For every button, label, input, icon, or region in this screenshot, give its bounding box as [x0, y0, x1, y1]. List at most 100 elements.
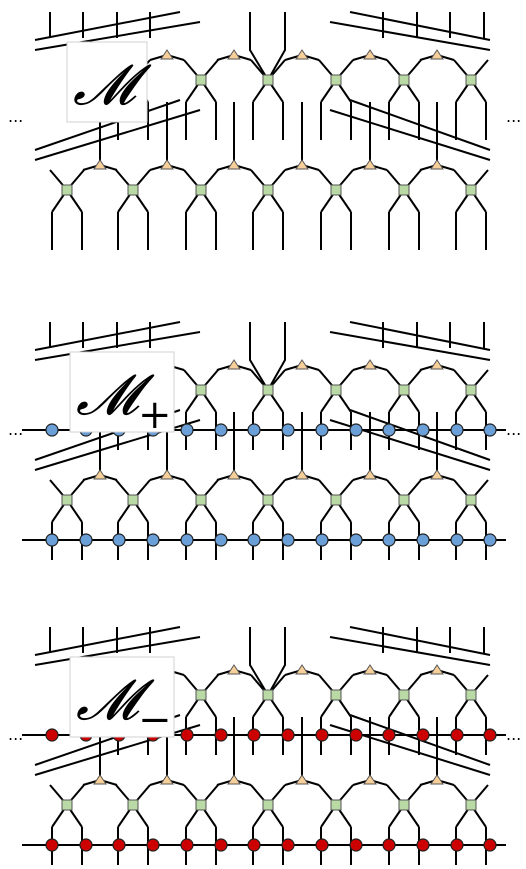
square-gate-icon: [61, 494, 73, 506]
panel-m: ......𝓜: [8, 11, 521, 250]
wire: [34, 21, 201, 51]
wire: [349, 321, 491, 351]
triangle-gate-icon: [227, 49, 241, 60]
site-circle-icon: [180, 728, 194, 742]
wire: [34, 636, 201, 666]
ellipsis-left: ...: [8, 725, 23, 744]
site-circle-icon: [180, 423, 194, 437]
triangle-gate-icon: [430, 49, 444, 60]
site-circle-icon: [247, 423, 261, 437]
triangle-gate-icon: [93, 159, 107, 170]
ellipsis-right: ...: [506, 107, 521, 126]
wire: [267, 627, 286, 696]
site-circle-icon: [349, 533, 363, 547]
triangle-gate-icon: [363, 774, 377, 785]
site-circle-icon: [281, 423, 295, 437]
site-circle-icon: [315, 533, 329, 547]
site-circle-icon: [416, 423, 430, 437]
square-gate-icon: [330, 494, 342, 506]
square-gate-icon: [465, 494, 477, 506]
site-circle-icon: [180, 838, 194, 852]
site-circle-icon: [382, 728, 396, 742]
label-box: [66, 41, 148, 123]
label-sub: −: [138, 697, 172, 743]
square-gate-icon: [262, 384, 274, 396]
square-gate-icon: [398, 799, 410, 811]
site-circle-icon: [112, 533, 126, 547]
wire: [34, 321, 181, 351]
wire: [249, 627, 269, 696]
site-circle-icon: [349, 838, 363, 852]
triangle-gate-icon: [227, 469, 241, 480]
square-gate-icon: [398, 384, 410, 396]
square-gate-icon: [195, 799, 207, 811]
square-gate-icon: [330, 384, 342, 396]
site-circle-icon: [349, 423, 363, 437]
site-circle-icon: [247, 838, 261, 852]
square-gate-icon: [465, 689, 477, 701]
square-gate-icon: [262, 74, 274, 86]
wire: [34, 331, 201, 361]
wire: [267, 12, 286, 81]
triangle-gate-icon: [93, 469, 107, 480]
site-circle-icon: [450, 728, 464, 742]
triangle-gate-icon: [160, 469, 174, 480]
square-gate-icon: [398, 184, 410, 196]
wire: [349, 11, 491, 41]
site-circle-icon: [45, 423, 59, 437]
triangle-gate-icon: [363, 469, 377, 480]
site-circle-icon: [483, 533, 497, 547]
site-circle-icon: [214, 423, 228, 437]
ellipsis-right: ...: [506, 725, 521, 744]
triangle-gate-icon: [295, 359, 309, 370]
site-circle-icon: [315, 838, 329, 852]
wire: [329, 109, 491, 161]
triangle-gate-icon: [363, 159, 377, 170]
site-circle-icon: [214, 838, 228, 852]
panel-m-minus: ......𝓜−: [8, 626, 521, 865]
square-gate-icon: [61, 184, 73, 196]
label-box: [69, 351, 175, 433]
triangle-gate-icon: [430, 359, 444, 370]
triangle-gate-icon: [430, 774, 444, 785]
site-circle-icon: [382, 533, 396, 547]
triangle-gate-icon: [93, 774, 107, 785]
triangle-gate-icon: [430, 469, 444, 480]
square-gate-icon: [398, 74, 410, 86]
square-gate-icon: [195, 74, 207, 86]
square-gate-icon: [195, 689, 207, 701]
wire: [349, 626, 491, 656]
site-circle-icon: [146, 838, 160, 852]
square-gate-icon: [465, 799, 477, 811]
wire: [249, 322, 269, 391]
site-circle-icon: [247, 728, 261, 742]
square-gate-icon: [465, 384, 477, 396]
site-circle-icon: [382, 423, 396, 437]
label-sub: +: [138, 392, 172, 438]
square-gate-icon: [127, 799, 139, 811]
site-circle-icon: [79, 533, 93, 547]
label-box: [69, 656, 175, 738]
site-circle-icon: [483, 728, 497, 742]
square-gate-icon: [262, 689, 274, 701]
site-circle-icon: [483, 423, 497, 437]
site-circle-icon: [146, 533, 160, 547]
site-circle-icon: [450, 423, 464, 437]
triangle-gate-icon: [295, 469, 309, 480]
site-circle-icon: [214, 533, 228, 547]
site-circle-icon: [112, 838, 126, 852]
triangle-gate-icon: [295, 49, 309, 60]
square-gate-icon: [330, 799, 342, 811]
site-circle-icon: [450, 838, 464, 852]
square-gate-icon: [330, 184, 342, 196]
square-gate-icon: [262, 184, 274, 196]
site-circle-icon: [416, 533, 430, 547]
triangle-gate-icon: [227, 159, 241, 170]
triangle-gate-icon: [363, 664, 377, 675]
triangle-gate-icon: [295, 774, 309, 785]
wire: [34, 99, 181, 151]
wire: [34, 626, 181, 656]
site-circle-icon: [281, 728, 295, 742]
triangle-gate-icon: [227, 664, 241, 675]
